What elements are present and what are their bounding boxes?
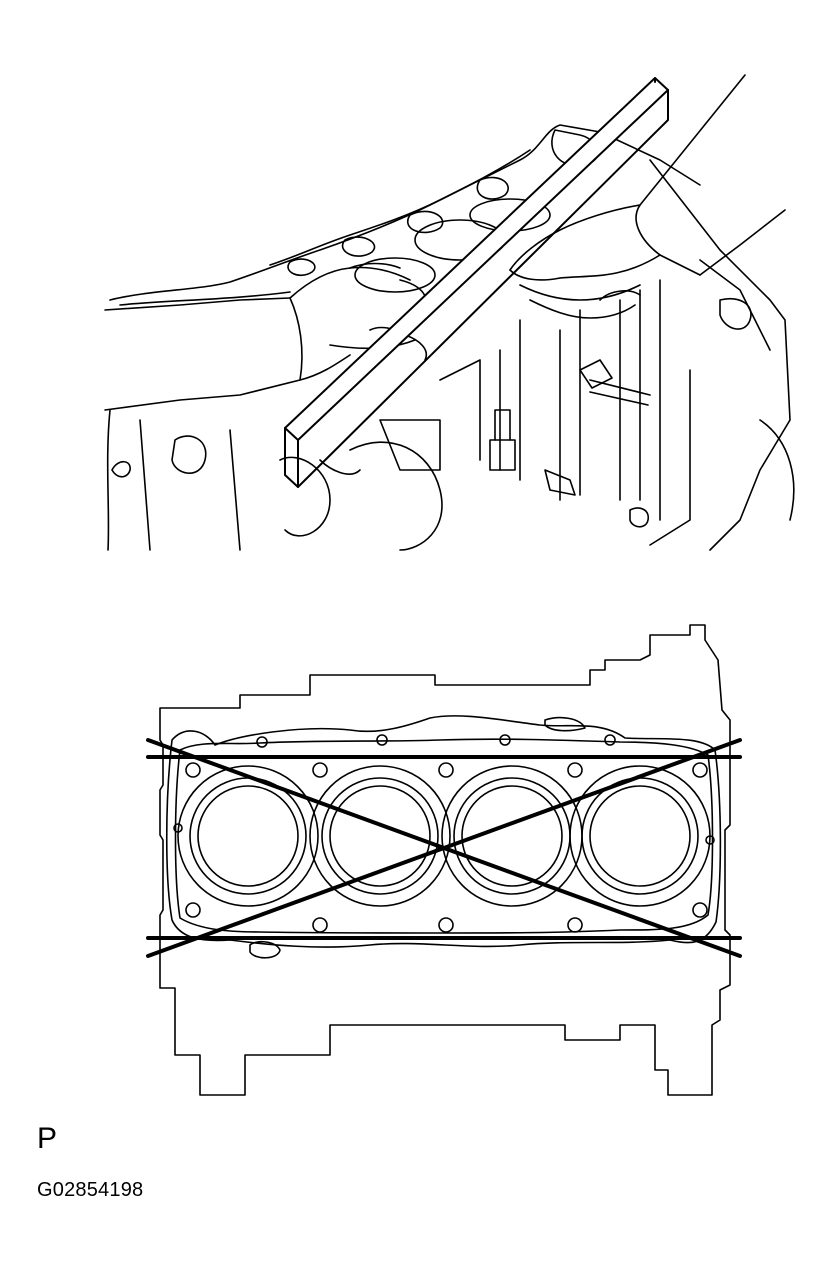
view-label: P (37, 1122, 58, 1155)
cylinder-bores (178, 766, 710, 906)
straight-edge-tool (285, 78, 668, 487)
figure-code: G02854198 (37, 1179, 144, 1201)
deck-outline (167, 716, 721, 947)
left-hand-illustration (105, 264, 426, 411)
right-hand-illustration (510, 75, 785, 318)
measurement-lines (148, 740, 740, 956)
straightedge-measurement-illustration (0, 0, 825, 560)
measurement-pattern-diagram (0, 600, 825, 1120)
bolt-holes (174, 718, 714, 958)
block-silhouette (160, 625, 730, 1095)
deck-inner-outline (176, 739, 713, 933)
cylinder-block-outline (108, 125, 794, 550)
